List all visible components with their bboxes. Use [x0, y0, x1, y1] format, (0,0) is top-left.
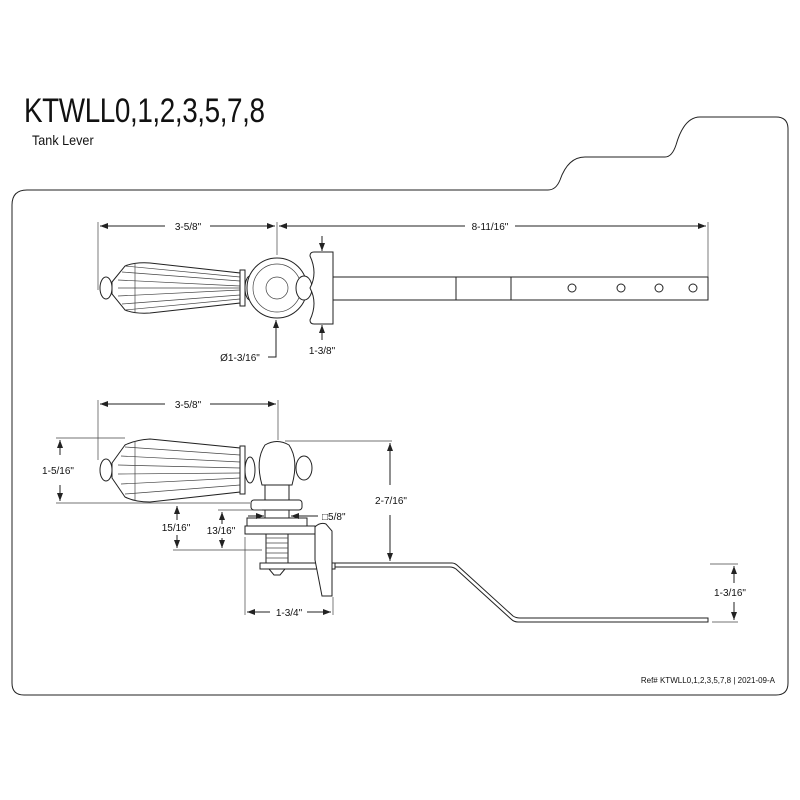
dim-handle-length-top: 3-5/8" [175, 222, 202, 233]
page-subtitle: Tank Lever [32, 132, 94, 148]
lever-arm-top [332, 276, 709, 301]
dim-escutcheon-height: 1-3/8" [309, 346, 336, 357]
reference-number: Ref# KTWLL0,1,2,3,5,7,8 | 2021-09-A [641, 676, 776, 685]
dim-square-size: □5/8" [322, 512, 346, 523]
arm-hole [567, 283, 577, 293]
arm-hole [616, 283, 626, 293]
dim-handle-length-side: 3-5/8" [175, 400, 202, 411]
hub-top [246, 257, 313, 319]
side-view: 3-5/8" 1-5/16" 2-7/16" 15/16" 13/16" □5/… [42, 400, 746, 623]
drawing-frame [11, 116, 789, 696]
arm-hole [688, 283, 698, 293]
page-title: KTWLL0,1,2,3,5,7,8 [24, 92, 265, 130]
lever-arm-side [334, 562, 709, 623]
dim-arm-length: 8-11/16" [472, 222, 509, 233]
dim-hub-diameter: Ø1-3/16" [220, 353, 260, 364]
dim-thread-length: 13/16" [207, 526, 236, 537]
handle-side [99, 438, 256, 503]
dim-arm-drop: 1-3/16" [714, 588, 746, 599]
dim-bracket-width: 1-3/4" [276, 608, 303, 619]
hub-side [244, 441, 336, 597]
dim-shank-length: 15/16" [162, 523, 191, 534]
dim-handle-height: 1-5/16" [42, 466, 74, 477]
top-view: 3-5/8" 8-11/16" 1-3/8" Ø1-3/16" [97, 222, 709, 364]
handle-top [99, 262, 256, 314]
arm-hole [654, 283, 664, 293]
escutcheon-top [309, 251, 334, 325]
dim-overall-height: 2-7/16" [375, 496, 407, 507]
